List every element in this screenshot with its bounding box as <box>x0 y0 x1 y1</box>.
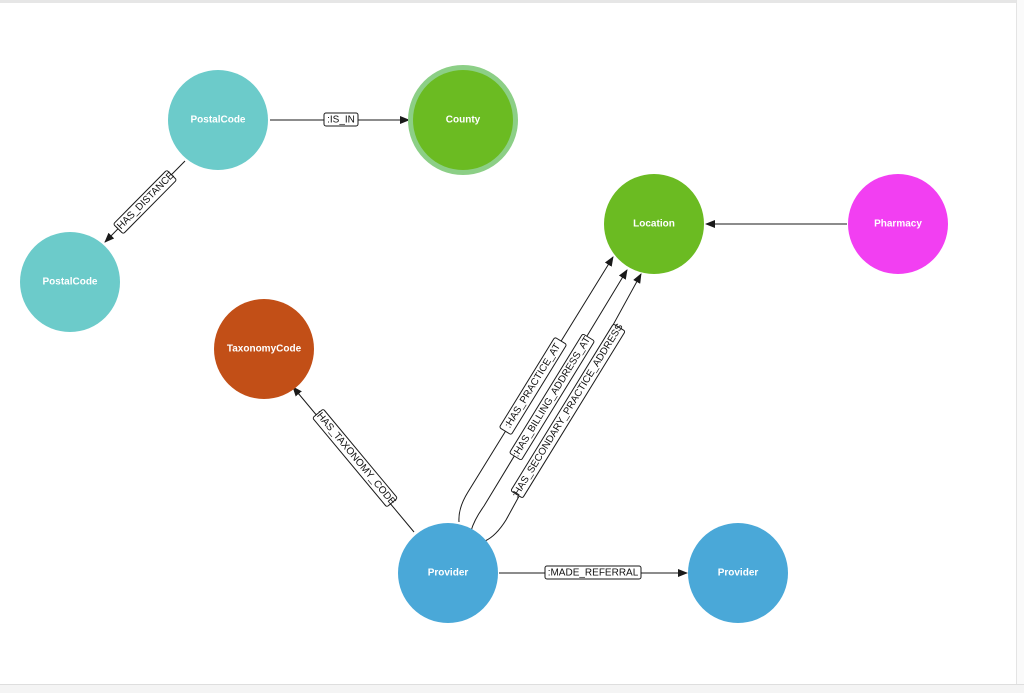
edge-is-in[interactable]: :IS_IN <box>270 112 410 127</box>
top-border <box>0 0 1024 3</box>
edge-label-is-in: :IS_IN <box>327 115 355 126</box>
node-label-provider-main: Provider <box>428 568 469 579</box>
node-pharmacy[interactable]: Pharmacy <box>848 174 948 274</box>
node-label-postal-code-top: PostalCode <box>190 115 245 126</box>
node-label-county: County <box>446 115 481 126</box>
node-location[interactable]: Location <box>604 174 704 274</box>
edge-has-distance[interactable]: :HAS_DISTANCE <box>104 160 186 243</box>
node-label-location: Location <box>633 219 675 230</box>
node-label-taxonomy-code: TaxonomyCode <box>227 344 302 355</box>
vertical-scrollbar[interactable] <box>1016 0 1024 692</box>
edge-label-made-referral: :MADE_REFERRAL <box>548 568 639 579</box>
node-label-postal-code-bottom: PostalCode <box>42 277 97 288</box>
node-postal-code-bottom[interactable]: PostalCode <box>20 232 120 332</box>
edge-label-has-secondary-practice-address: :HAS_SECONDARY_PRACTICE_ADDRESS <box>510 322 625 500</box>
edge-label-has-taxonomy-code: :HAS_TAXONOMY_CODE <box>312 408 397 507</box>
edge-has-billing-address-at[interactable]: :HAS_BILLING_ADDRESS_AT <box>470 269 628 532</box>
node-label-provider-referred: Provider <box>718 568 759 579</box>
node-taxonomy-code[interactable]: TaxonomyCode <box>214 299 314 399</box>
horizontal-scrollbar[interactable] <box>0 684 1024 693</box>
node-provider-main[interactable]: Provider <box>398 523 498 623</box>
edge-has-secondary-practice-address[interactable]: :HAS_SECONDARY_PRACTICE_ADDRESS <box>484 273 642 542</box>
node-provider-referred[interactable]: Provider <box>688 523 788 623</box>
node-county[interactable]: County <box>408 65 518 175</box>
edge-label-has-distance: :HAS_DISTANCE <box>113 170 176 234</box>
edge-made-referral[interactable]: :MADE_REFERRAL <box>499 565 688 580</box>
node-postal-code-top[interactable]: PostalCode <box>168 70 268 170</box>
edge-has-taxonomy-code[interactable]: :HAS_TAXONOMY_CODE <box>292 386 415 533</box>
node-label-pharmacy: Pharmacy <box>874 219 922 230</box>
